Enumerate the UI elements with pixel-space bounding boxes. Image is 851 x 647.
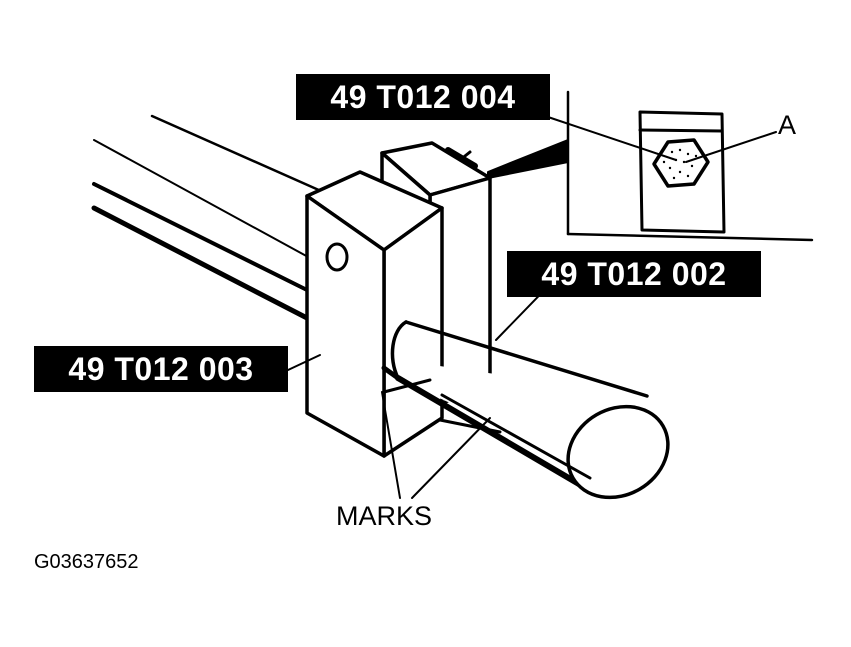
figure-id: G03637652 (34, 551, 139, 573)
detail-label-a: A (778, 110, 797, 140)
shaft-lower (438, 393, 592, 480)
callout-tool-49-t012-002: 49 T012 002 (507, 251, 761, 297)
bolt-hex-icon (652, 138, 710, 188)
shaft-rails (91, 114, 332, 321)
front-block (305, 170, 444, 458)
callout-tool-49-t012-004: 49 T012 004 (296, 74, 550, 120)
marks-label: MARKS (336, 501, 433, 531)
leader-lines (287, 116, 777, 499)
callout-tool-49-t012-003: 49 T012 003 (34, 346, 288, 392)
bolt-texture (662, 148, 698, 180)
gauge-bar (381, 320, 670, 500)
detail-inset (487, 90, 814, 242)
block-hole (325, 242, 349, 272)
